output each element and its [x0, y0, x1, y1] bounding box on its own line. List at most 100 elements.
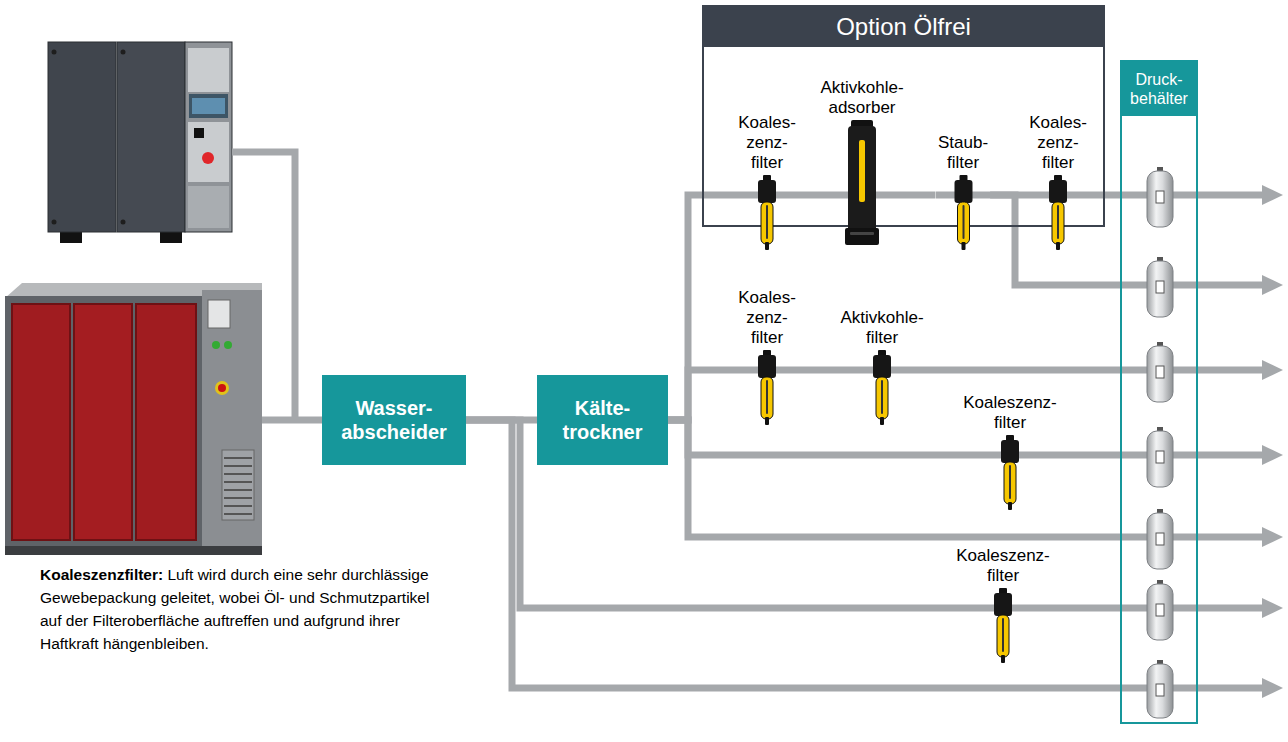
icon-part	[765, 242, 769, 250]
pipe-connector	[926, 367, 1120, 374]
process-box: Kälte- trockner	[537, 375, 668, 465]
outlet-pipe	[1120, 195, 1266, 688]
filter-icon	[873, 350, 891, 425]
filter-label: Koaleszenz- filter	[956, 546, 1050, 586]
icon-part	[758, 180, 776, 203]
icon-part	[880, 417, 884, 425]
pipe-connector	[668, 420, 961, 455]
icon-part	[765, 417, 769, 425]
compressor-dark-part	[188, 186, 229, 228]
pressure-tank-part	[1147, 346, 1173, 402]
pipe-connector	[991, 195, 1121, 285]
icon-part	[1009, 465, 1011, 499]
filter-unit: Koaleszenz- filter	[961, 393, 1059, 510]
outlet-pipe-part	[1120, 534, 1266, 541]
pipe-connector	[1059, 452, 1120, 459]
filter-unit: Staub- filter	[936, 133, 991, 250]
filter-label: Koales- zenz- filter	[738, 288, 796, 348]
filter-icon	[954, 175, 972, 250]
icon-part	[1057, 205, 1059, 239]
icon-part	[962, 205, 964, 239]
icon-part	[766, 205, 768, 239]
adsorber-icon	[845, 120, 879, 245]
filter-unit: Koales- zenz- filter	[736, 113, 798, 250]
pressure-tank	[1147, 660, 1173, 718]
pressure-tank	[1147, 167, 1173, 227]
icon-part	[758, 355, 776, 378]
pressure-tank-part	[1147, 513, 1173, 569]
filter-symbol	[954, 588, 1052, 663]
filter-icon	[758, 175, 776, 250]
panel-title: Option Ölfrei	[708, 13, 1099, 41]
pressure-tank	[1147, 342, 1173, 402]
filter-unit: Koales- zenz- filter	[1027, 113, 1089, 250]
outlet-pipe-part	[1120, 605, 1266, 612]
filter-icon	[1049, 175, 1067, 250]
compressor-red-part	[208, 300, 230, 328]
icon-part	[873, 355, 891, 378]
filter-icon	[994, 588, 1012, 663]
outlet-arrowhead-part	[1262, 445, 1283, 465]
icon-part	[961, 242, 965, 250]
icon-part	[876, 377, 888, 419]
icon-part	[954, 180, 972, 203]
box-label: Wasser- abscheider	[341, 396, 447, 444]
filter-unit: Aktivkohle- filter	[838, 308, 926, 425]
icon-part	[761, 377, 773, 419]
pipe-connector	[798, 367, 838, 374]
pressure-tank-part	[1156, 451, 1164, 463]
outlet-arrowhead-part	[1262, 678, 1283, 698]
outlet-arrowhead-part	[1262, 275, 1283, 295]
filter-label: Koales- zenz- filter	[1029, 113, 1087, 173]
icon-part	[1001, 440, 1019, 463]
icon-part	[1056, 242, 1060, 250]
icon-part	[1002, 618, 1004, 652]
filter-symbol	[936, 175, 991, 250]
compressor-red-part	[218, 384, 226, 392]
compressor-red-part	[202, 290, 262, 552]
compressor-red-part	[12, 304, 70, 540]
icon-part	[997, 615, 1009, 657]
note-term: Koaleszenzfilter:	[40, 566, 163, 583]
filter-symbol	[736, 175, 798, 250]
pressure-tank-part	[1147, 171, 1173, 227]
note-text: Koaleszenzfilter:Luft wird durch eine se…	[40, 563, 435, 655]
pipe-connector	[798, 192, 818, 199]
pipe-connector	[1052, 605, 1120, 612]
filter-label: Aktivkohle- filter	[840, 308, 923, 348]
compressor-dark-part	[117, 42, 185, 232]
pressure-tank	[1147, 509, 1173, 569]
compressor-red-part	[212, 341, 220, 349]
outlet-pipe-part	[1120, 192, 1266, 199]
compressor-red-part	[224, 513, 252, 515]
pressure-tank-part	[1156, 366, 1164, 378]
icon-part	[859, 140, 865, 202]
compressor-red-part	[224, 505, 252, 507]
filter-icon	[758, 350, 776, 425]
filter-label: Staub- filter	[938, 133, 988, 173]
compressor-red-part	[74, 304, 132, 540]
icon-part	[1008, 502, 1012, 510]
icon-part	[881, 380, 883, 414]
compressor-red-part	[224, 473, 252, 475]
filter-label: Aktivkohle- adsorber	[820, 78, 903, 118]
pressure-tank-part	[1156, 281, 1164, 293]
compressor-dark-part	[121, 50, 126, 55]
outlet-arrowhead	[1262, 185, 1283, 698]
pressure-tank	[1147, 257, 1173, 317]
icon-part	[1004, 462, 1016, 504]
pressure-tank-part	[1156, 604, 1164, 616]
filter-symbol	[838, 350, 926, 425]
process-box: Wasser- abscheider	[322, 375, 466, 465]
compressor-dark-part	[52, 50, 57, 55]
outlet-arrowhead-part	[1262, 360, 1283, 380]
compressor-dark-part	[48, 42, 116, 232]
pressure-tank-part	[1147, 584, 1173, 640]
compressor-red-part	[224, 497, 252, 499]
compressor-red-part	[224, 465, 252, 467]
compressor-dark-part	[189, 94, 228, 118]
pressure-tank	[1147, 580, 1173, 640]
compressor-pipe-part	[232, 152, 295, 420]
compressor-red-part	[224, 489, 252, 491]
